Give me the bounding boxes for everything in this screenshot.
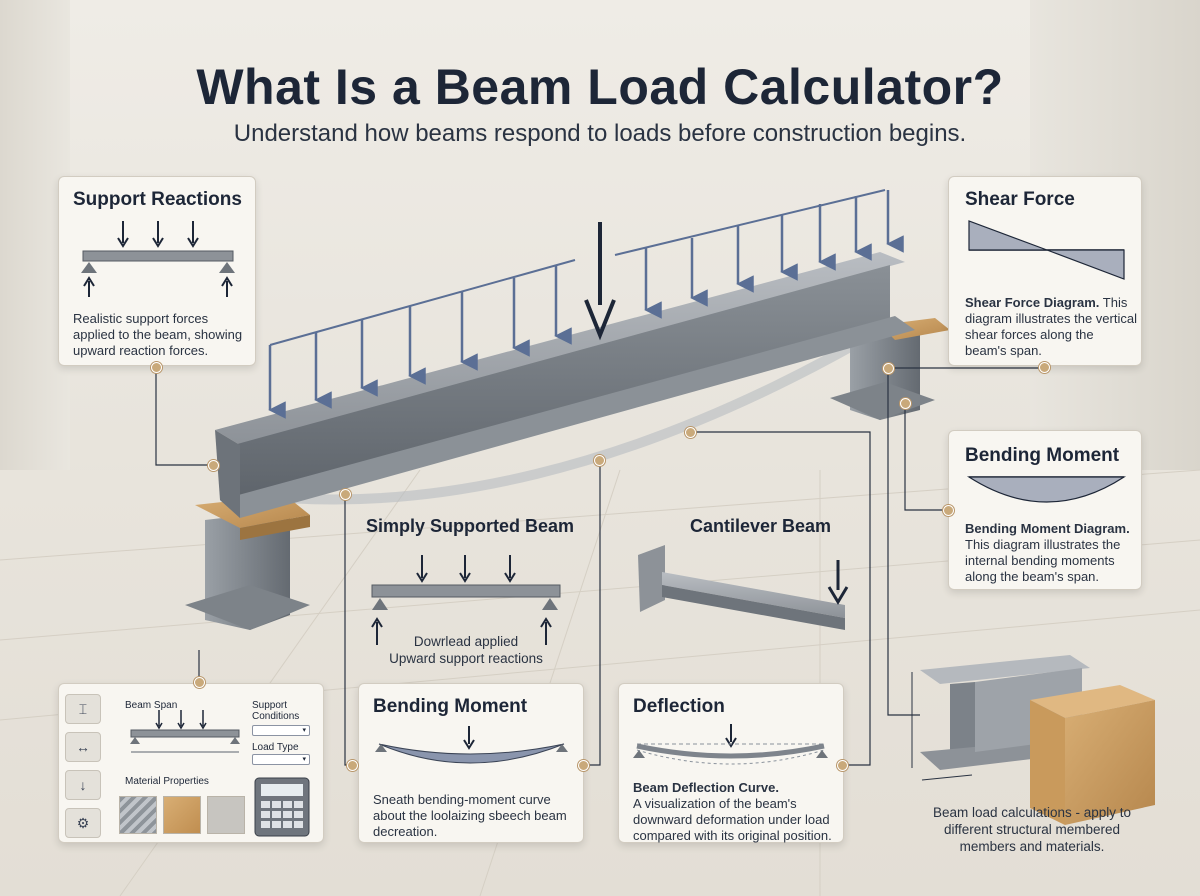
span-button[interactable]: ↔ — [65, 732, 101, 762]
bending-moment-bottom-left-marker — [347, 760, 358, 771]
cantilever-title: Cantilever Beam — [690, 516, 832, 536]
bending-moment-right-text-body: This diagram illustrates the internal be… — [965, 537, 1121, 584]
deflected-beam-shadow — [229, 325, 883, 505]
deflection-text-body: A visualization of the beam's downward d… — [633, 796, 832, 843]
support-conditions-label: Support Conditions — [252, 700, 300, 722]
bending-moment-bottom-diagram — [375, 726, 568, 764]
calculator-panel: ⌶ ↔ ↓ ⚙ Beam Span Support Conditions ▾ L… — [58, 683, 324, 843]
load-type-label: Load Type — [252, 742, 299, 753]
shear-force-diagram — [968, 220, 1125, 280]
support-conditions-select[interactable]: ▾ — [252, 725, 310, 736]
settings-button[interactable]: ⚙ — [65, 808, 101, 838]
i-beam-icon: ⌶ — [78, 700, 88, 717]
bending-moment-bottom-card: Bending Moment Sneath bending-moment cur… — [358, 683, 584, 843]
simply-supported-illustration — [371, 555, 561, 645]
deflection-diagram — [633, 724, 828, 765]
distributed-load — [269, 189, 886, 346]
deflection-marker — [837, 760, 848, 771]
bending-moment-right-diagram — [966, 476, 1127, 503]
bending-moment-bottom-title: Bending Moment — [373, 696, 528, 717]
load-arrows — [268, 190, 904, 419]
beam-left-marker — [340, 489, 351, 500]
materials-caption: Beam load calculations - apply to differ… — [932, 805, 1132, 854]
bending-moment-right-text: Bending Moment Diagram. This diagram ill… — [965, 521, 1137, 585]
wood-swatch[interactable] — [163, 796, 201, 834]
right-support-marker — [883, 363, 894, 374]
beam-deflection-marker — [685, 427, 696, 438]
right-support-lower-marker — [900, 398, 911, 409]
main-i-beam — [215, 252, 915, 518]
support-reactions-diagram — [81, 221, 235, 297]
simply-supported-caption-line2: Upward support reactions — [389, 651, 543, 666]
bending-moment-right-card: Bending Moment Bending Moment Diagram. T… — [948, 430, 1142, 590]
calculator-icon — [254, 777, 310, 837]
shear-force-card: Shear Force Shear Force Diagram. This di… — [948, 176, 1142, 366]
bending-moment-bottom-right-marker — [578, 760, 589, 771]
bending-moment-right-text-bold: Bending Moment Diagram. — [965, 521, 1130, 536]
calculator-beam-diagram — [130, 710, 240, 753]
bending-moment-right-title: Bending Moment — [965, 445, 1120, 466]
shear-force-text-body: This diagram illustrates the vertical sh… — [965, 295, 1137, 358]
shear-force-marker — [1039, 362, 1050, 373]
deflection-text: Beam Deflection Curve. A visualization o… — [633, 780, 837, 844]
gear-icon: ⚙ — [76, 814, 90, 831]
load-icon: ↓ — [79, 777, 87, 793]
span-icon: ↔ — [76, 739, 90, 755]
load-type-select[interactable]: ▾ — [252, 754, 310, 765]
bending-moment-bottom-text: Sneath bending-moment curve about the lo… — [373, 792, 567, 839]
support-reactions-card: Support Reactions Realistic support forc… — [58, 176, 256, 366]
simply-supported-title: Simply Supported Beam — [366, 516, 575, 536]
deflection-title: Deflection — [633, 696, 725, 717]
shear-force-text: Shear Force Diagram. This diagram illust… — [965, 295, 1137, 359]
beam-end-marker — [208, 460, 219, 471]
materials-illustration — [911, 655, 1155, 825]
bending-moment-right-marker — [943, 505, 954, 516]
support-reactions-title: Support Reactions — [73, 189, 242, 210]
simply-supported-caption-line1: Dowrlead applied — [413, 634, 519, 649]
beam-span-label: Beam Span — [125, 700, 178, 711]
beam-midspan-marker — [594, 455, 605, 466]
page-title: What Is a Beam Load Calculator? — [196, 59, 1004, 115]
material-properties-label: Material Properties — [125, 776, 209, 787]
point-load-arrow — [584, 222, 616, 341]
calculator-panel-marker — [194, 677, 205, 688]
shear-force-text-bold: Shear Force Diagram. — [965, 295, 1100, 310]
cantilever-illustration — [638, 545, 849, 630]
concrete-swatch[interactable] — [207, 796, 245, 834]
deflection-text-bold: Beam Deflection Curve. — [633, 780, 779, 795]
page-subtitle: Understand how beams respond to loads be… — [233, 120, 967, 147]
load-button[interactable]: ↓ — [65, 770, 101, 800]
steel-swatch[interactable] — [119, 796, 157, 834]
shear-force-title: Shear Force — [965, 189, 1075, 210]
support-reactions-marker — [151, 362, 162, 373]
deflection-card: Deflection Beam Deflection Curve. A visu… — [618, 683, 844, 843]
i-beam-button[interactable]: ⌶ — [65, 694, 101, 724]
leader-lines — [155, 367, 1044, 766]
support-reactions-text: Realistic support forces applied to the … — [73, 311, 243, 358]
